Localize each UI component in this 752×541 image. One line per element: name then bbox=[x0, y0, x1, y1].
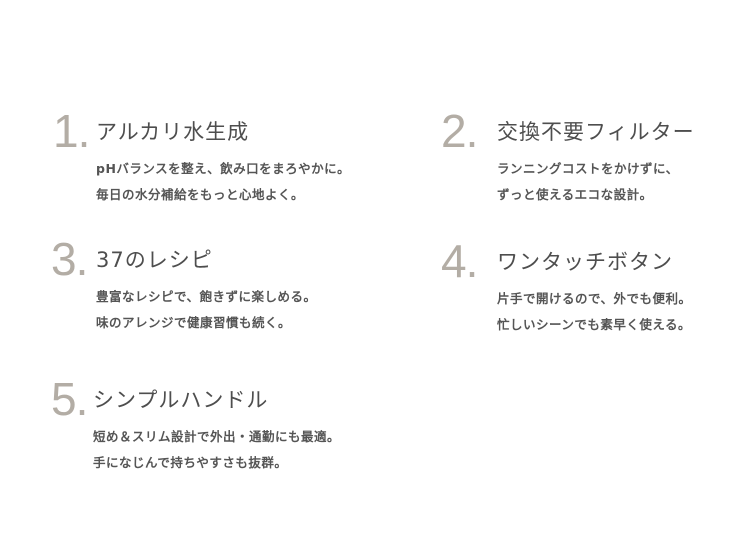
description-line: 豊富なレシピで、飽きずに楽しめる。 bbox=[96, 289, 317, 304]
feature-title: アルカリ水生成 bbox=[96, 120, 250, 144]
feature-number: 3. bbox=[51, 233, 88, 285]
feature-title: シンプルハンドル bbox=[93, 388, 269, 412]
feature-description: 片手で開けるので、外でも便利。 忙しいシーンでも素早く使える。 bbox=[497, 286, 692, 338]
description-line: pHバランスを整え、飲み口をまろやかに。 bbox=[96, 161, 351, 176]
feature-number: 4. bbox=[441, 235, 478, 287]
feature-number: 5. bbox=[51, 373, 88, 425]
description-line: 片手で開けるので、外でも便利。 bbox=[497, 291, 692, 306]
feature-title: 交換不要フィルター bbox=[497, 120, 695, 144]
description-line: 味のアレンジで健康習慣も続く。 bbox=[96, 315, 292, 330]
feature-description: 短め＆スリム設計で外出・通勤にも最適。 手になじんで持ちやすさも抜群。 bbox=[93, 424, 340, 476]
feature-number: 2. bbox=[441, 105, 478, 157]
description-line: 短め＆スリム設計で外出・通勤にも最適。 bbox=[93, 429, 341, 444]
description-line: 忙しいシーンでも素早く使える。 bbox=[497, 317, 692, 332]
feature-description: pHバランスを整え、飲み口をまろやかに。 毎日の水分補給をもっと心地よく。 bbox=[96, 156, 350, 208]
description-line: ずっと使えるエコな設計。 bbox=[497, 187, 653, 202]
feature-description: ランニングコストをかけずに、 ずっと使えるエコな設計。 bbox=[497, 156, 679, 208]
description-line: 手になじんで持ちやすさも抜群。 bbox=[93, 455, 288, 470]
feature-title: 37のレシピ bbox=[96, 248, 213, 272]
description-line: 毎日の水分補給をもっと心地よく。 bbox=[96, 187, 305, 202]
description-line: ランニングコストをかけずに、 bbox=[497, 161, 679, 176]
feature-number: 1. bbox=[53, 105, 90, 157]
feature-description: 豊富なレシピで、飽きずに楽しめる。 味のアレンジで健康習慣も続く。 bbox=[96, 284, 317, 336]
feature-title: ワンタッチボタン bbox=[497, 250, 673, 274]
